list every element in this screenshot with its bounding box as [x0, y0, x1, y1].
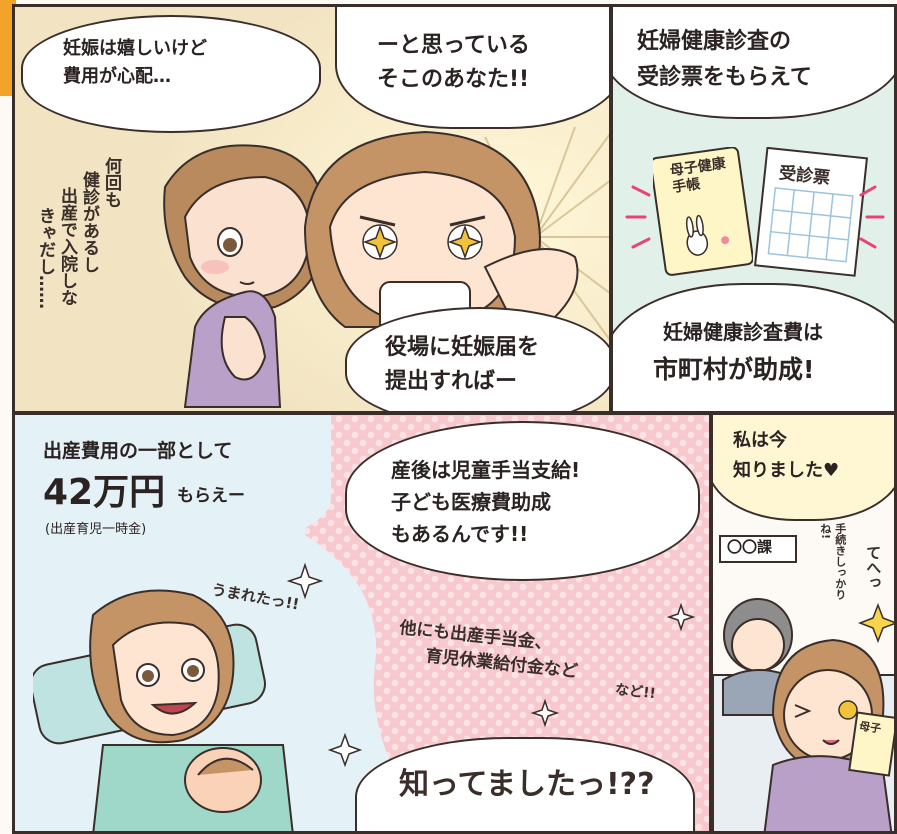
worry-text-col-4: きゃだし……: [34, 207, 55, 309]
sparkle-accents: [625, 185, 885, 249]
lump-sum-line-1: 出産費用の一部として: [43, 440, 233, 462]
maternal-handbook-illustration: [653, 147, 753, 276]
speech-bubble-subsidy: [613, 283, 894, 411]
office-scene-illustration: [713, 598, 894, 831]
worry-line-1: 妊娠は嬉しいけど: [63, 38, 207, 59]
panel-checkup: 妊婦健康診査の 受診票をもらえて 母子健康手帳 受: [610, 4, 897, 414]
checkup-line-1: 妊婦健康診査の: [637, 29, 792, 54]
panel-learned: 私は今 知りました♥ 〇〇課 手続きしっかりね! てへっ 母子: [710, 412, 897, 834]
checkup-ticket-illustration: [754, 147, 869, 277]
speech-bubble-worry: [21, 15, 321, 133]
speech-bubble-postnatal: [345, 421, 700, 581]
office-sign: [719, 535, 797, 563]
worry-text-col-1: 何回も: [100, 157, 121, 208]
lump-sum-amount: 42万円: [43, 472, 166, 513]
office-sign-text: 〇〇課: [727, 538, 773, 556]
postnatal-line-1: 産後は児童手当支給!: [391, 458, 581, 482]
postnatal-line-2: 子ども医療費助成: [391, 490, 551, 514]
worry-text-col-2: 健診があるし: [78, 171, 99, 273]
speech-bubble-learned: [713, 415, 894, 521]
checkup-line-2: 受診票をもらえて: [637, 65, 812, 90]
lump-sum-suffix: もらえー: [177, 486, 245, 506]
submit-line-1: 役場に妊娠届を: [385, 335, 540, 360]
postnatal-line-3: もあるんです!!: [391, 522, 529, 546]
learned-line-1: 私は今: [733, 430, 787, 451]
surprise-text: 知ってましたっ!??: [399, 767, 655, 802]
thinking-line-2: そこのあなた!!: [377, 67, 530, 92]
mother-with-newborn-illustration: [33, 589, 294, 831]
panel-benefits: 出産費用の一部として 42万円 もらえー (出産育児一時金) うまれたっ!! 産…: [12, 412, 712, 834]
clerk-note: 手続きしっかりね!: [818, 523, 847, 600]
speech-bubble-thinking: [335, 7, 609, 129]
worry-line-2: 費用が心配…: [63, 66, 171, 87]
speech-bubble-surprise: [355, 737, 695, 831]
subsidy-line-1: 妊婦健康診査費は: [663, 320, 823, 344]
worry-text-col-3: 出産で入院しな: [56, 187, 77, 306]
thinking-line-1: ーと思っている: [377, 33, 530, 58]
panel-worry: 妊娠は嬉しいけど 費用が心配… 何回も 健診があるし 出産で入院しな きゃだし……: [12, 4, 612, 414]
lump-sum-note: (出産育児一時金): [45, 522, 147, 537]
small-handbook-text: 母子: [858, 719, 882, 736]
submit-line-2: 提出すればー: [385, 369, 518, 394]
lump-sum-box: [15, 415, 331, 557]
learned-line-2: 知りました♥: [733, 460, 840, 481]
teh-text: てへっ: [864, 545, 883, 590]
speech-bubble-checkup: [613, 7, 894, 119]
speech-bubble-submit: [345, 307, 609, 411]
subsidy-line-2: 市町村が助成!: [653, 355, 815, 384]
